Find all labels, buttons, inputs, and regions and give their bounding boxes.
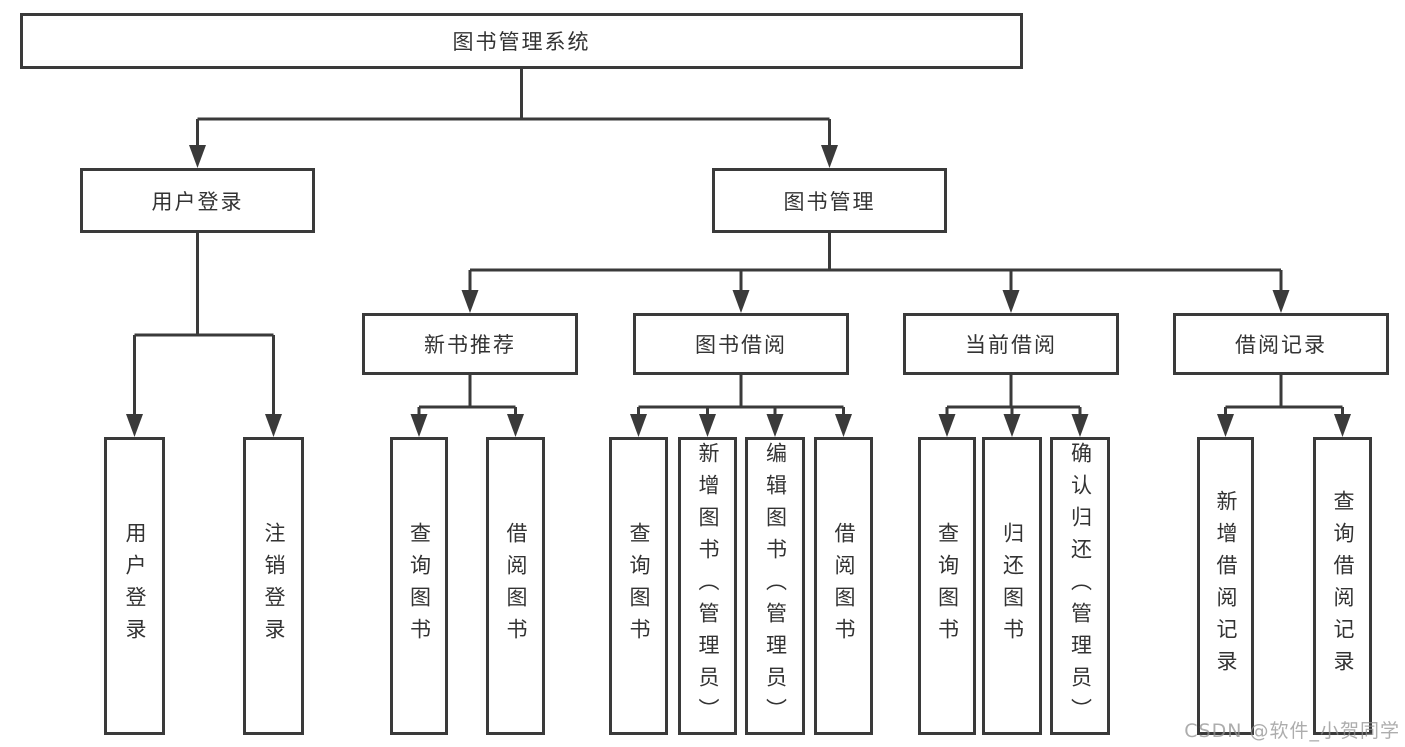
leaf-user-login: 用户登录 [104,437,165,735]
leaf-recommend-borrow-books: 借阅图书 [486,437,545,735]
node-borrow-records: 借阅记录 [1173,313,1389,375]
leaf-logout: 注销登录 [243,437,304,735]
node-root-system: 图书管理系统 [20,13,1023,69]
csdn-watermark: CSDN @软件_小贺同学 [1184,720,1400,742]
leaf-borrow-books: 借阅图书 [814,437,873,735]
leaf-borrow-query-books: 查询图书 [609,437,668,735]
leaf-confirm-return-admin: 确认归还（管理员） [1050,437,1110,735]
leaf-current-query-books: 查询图书 [918,437,976,735]
node-book-borrow: 图书借阅 [633,313,849,375]
leaf-add-books-admin: 新增图书（管理员） [678,437,737,735]
leaf-edit-books-admin: 编辑图书（管理员） [745,437,805,735]
leaf-query-borrow-record: 查询借阅记录 [1313,437,1372,735]
node-current-borrow: 当前借阅 [903,313,1119,375]
leaf-return-books: 归还图书 [982,437,1042,735]
node-new-book-recommend: 新书推荐 [362,313,578,375]
node-book-management: 图书管理 [712,168,947,233]
node-user-login: 用户登录 [80,168,315,233]
leaf-recommend-query-books: 查询图书 [390,437,448,735]
leaf-add-borrow-record: 新增借阅记录 [1197,437,1254,735]
